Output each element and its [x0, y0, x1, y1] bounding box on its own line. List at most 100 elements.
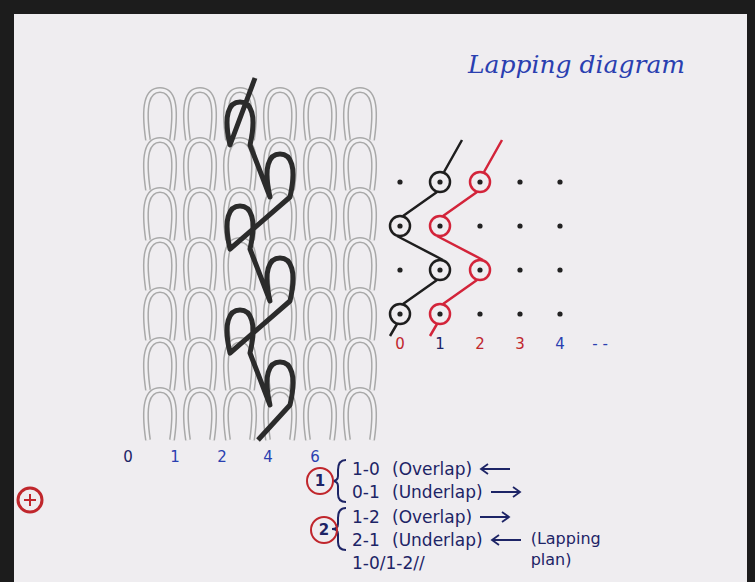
needle-dot	[477, 179, 482, 184]
fabric-loop	[266, 90, 294, 140]
lap-loop	[430, 304, 450, 324]
arrow-line	[491, 487, 520, 497]
needle-dot	[437, 311, 442, 316]
axis-number: 4	[555, 334, 565, 353]
axis-number-text: 2	[475, 335, 485, 353]
notation-row: 2-1(Underlap)	[352, 529, 523, 551]
fabric-loop	[186, 240, 214, 290]
fabric-loop	[306, 190, 334, 240]
needle-dot	[517, 267, 522, 272]
fabric-loop	[306, 340, 334, 390]
lap-notation: 1-0/1-2//	[352, 553, 425, 573]
axis-number: 2	[217, 447, 227, 466]
needle-dot	[397, 223, 402, 228]
direction-arrow	[489, 533, 523, 547]
direction-arrow	[478, 462, 512, 476]
axis-number: 1	[435, 334, 445, 353]
logo	[18, 488, 42, 512]
fabric-loop	[186, 390, 214, 440]
fabric-loop	[146, 340, 174, 390]
lapping-plan-note: (Lapping plan)	[531, 528, 613, 570]
fabric-loop	[306, 240, 334, 290]
fabric-loop	[306, 290, 334, 340]
fabric-loop	[346, 240, 374, 290]
needle-dot	[397, 267, 402, 272]
fabric-loop	[346, 290, 374, 340]
axis-number: 3	[515, 334, 525, 353]
fabric-loop	[306, 90, 334, 140]
note-text: (Lapping plan)	[531, 529, 601, 569]
logo	[24, 494, 36, 506]
fabric-loop	[306, 390, 334, 440]
fabric-loop	[346, 90, 374, 140]
lapping-diagram	[390, 140, 563, 336]
fabric-loop	[146, 390, 174, 440]
needle-dot	[557, 267, 562, 272]
lap-loop	[430, 260, 450, 280]
lap-yarn	[390, 140, 462, 336]
axis-number: 6	[310, 447, 320, 466]
fabric-loop	[146, 290, 174, 340]
arrow-line	[481, 464, 510, 474]
title-text: Lapping diagram	[468, 50, 685, 79]
fabric-loop	[226, 390, 254, 440]
axis-number-text: - -	[592, 335, 608, 353]
movement-label: (Underlap)	[392, 482, 483, 502]
fabric-loop	[146, 90, 174, 140]
fabric-loop	[146, 190, 174, 240]
direction-arrow	[478, 510, 512, 524]
movement-label: (Underlap)	[392, 530, 483, 550]
needle-dot	[517, 179, 522, 184]
axis-number-text: 1	[435, 335, 445, 353]
lap-loop	[430, 172, 450, 192]
fabric-loop	[306, 290, 334, 340]
fabric-loop	[266, 90, 294, 140]
fabric-loop	[306, 340, 334, 390]
axis-number: - -	[592, 334, 608, 353]
axis-number: 4	[263, 447, 273, 466]
axis-number-text: 2	[217, 448, 227, 466]
brace	[332, 460, 346, 502]
fabric-loop	[186, 90, 214, 140]
lap-loop	[430, 216, 450, 236]
fabric-loop	[346, 190, 374, 240]
fabric-loop	[146, 240, 174, 290]
fabric-loop	[346, 290, 374, 340]
needle-dot	[477, 223, 482, 228]
axis-number: 1	[170, 447, 180, 466]
whiteboard	[14, 14, 747, 582]
arrow-line	[480, 512, 509, 522]
fabric-loop	[186, 340, 214, 390]
fabric-loop	[346, 390, 374, 440]
fabric-loop	[146, 290, 174, 340]
knitted-fabric	[146, 78, 374, 440]
fabric-loop	[186, 190, 214, 240]
movement-label: (Overlap)	[392, 459, 472, 479]
needle-dot	[517, 311, 522, 316]
fabric-loop	[346, 340, 374, 390]
fabric-loop	[186, 340, 214, 390]
step-circle: 1	[306, 467, 334, 495]
diagram-title: Lapping diagram	[468, 50, 685, 79]
lap-notation: 1-2	[352, 507, 392, 527]
needle-dot	[477, 311, 482, 316]
needle-dot	[397, 311, 402, 316]
step-circle: 2	[310, 516, 338, 544]
needle-dot	[437, 223, 442, 228]
axis-number-text: 0	[395, 335, 405, 353]
fabric-loop	[306, 190, 334, 240]
fabric-loop	[346, 140, 374, 190]
lap-notation: 0-1	[352, 482, 392, 502]
lap-loop	[390, 216, 410, 236]
fabric-loop	[146, 340, 174, 390]
fabric-loop	[346, 390, 374, 440]
fabric-loop	[186, 190, 214, 240]
axis-number: 0	[123, 447, 133, 466]
step-number: 2	[319, 521, 329, 539]
notation-row: 1-0(Overlap)	[352, 458, 512, 480]
axis-number: 2	[475, 334, 485, 353]
fabric-loop	[306, 90, 334, 140]
notation-row: 0-1(Underlap)	[352, 481, 523, 503]
needle-dot	[397, 179, 402, 184]
